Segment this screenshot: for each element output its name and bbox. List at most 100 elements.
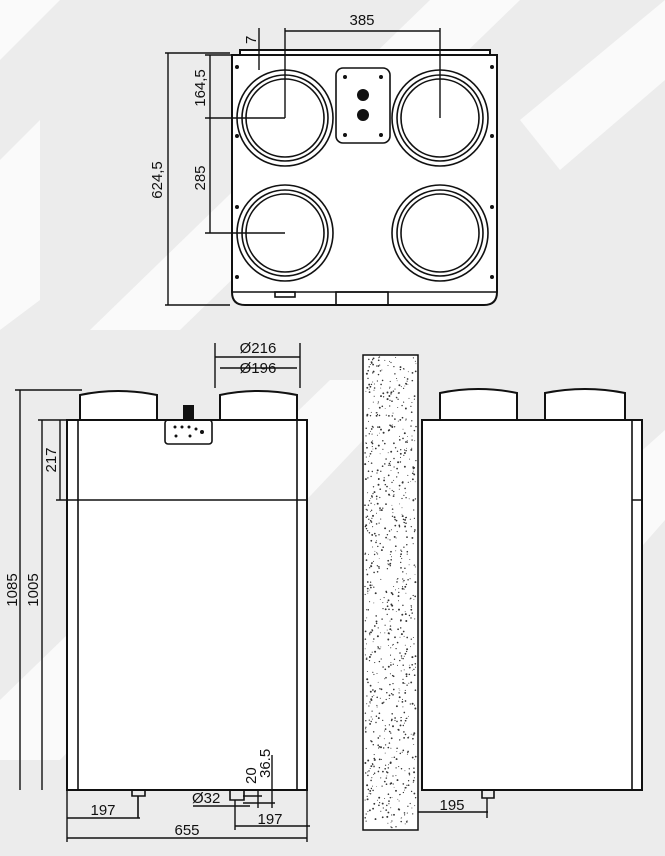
wall-speckle xyxy=(374,592,377,595)
wall-speckle xyxy=(390,391,393,394)
wall-speckle xyxy=(405,516,408,519)
wall-speckle xyxy=(385,676,387,679)
wall-speckle xyxy=(368,770,370,772)
wall-speckle xyxy=(372,381,374,383)
wall-speckle xyxy=(370,740,372,742)
wall-speckle xyxy=(368,383,371,386)
wall-speckle xyxy=(391,515,394,518)
wall-speckle xyxy=(402,630,405,633)
wall-speckle xyxy=(391,757,393,758)
wall-speckle xyxy=(394,545,397,548)
wall-speckle xyxy=(406,378,409,380)
wall-speckle xyxy=(403,711,406,714)
wall-speckle xyxy=(412,594,414,597)
wall-speckle xyxy=(368,461,370,462)
wall-speckle xyxy=(376,472,378,474)
wall-speckle xyxy=(406,553,408,555)
wall-speckle xyxy=(379,598,381,600)
wall-speckle xyxy=(390,719,393,722)
wall-speckle xyxy=(405,583,408,586)
wall-speckle xyxy=(382,602,384,604)
wall-speckle xyxy=(368,656,371,658)
wall-speckle xyxy=(402,678,404,681)
wall-speckle xyxy=(413,598,415,600)
wall-speckle xyxy=(374,504,376,506)
wall-speckle xyxy=(387,746,390,749)
wall-speckle xyxy=(386,485,388,488)
wall-speckle xyxy=(377,365,380,367)
wall-speckle xyxy=(370,720,372,723)
wall-speckle xyxy=(369,415,372,417)
wall-speckle xyxy=(384,752,386,754)
wall-speckle xyxy=(411,472,414,475)
wall-speckle xyxy=(398,800,400,802)
wall-speckle xyxy=(405,530,407,532)
wall-speckle xyxy=(403,494,405,496)
wall-speckle xyxy=(390,529,392,531)
dim-diameter-216: Ø216 xyxy=(240,340,277,357)
wall-speckle xyxy=(368,792,370,794)
wall-speckle xyxy=(378,356,381,358)
wall-speckle xyxy=(378,565,380,568)
wall-speckle xyxy=(387,793,390,795)
wall-speckle xyxy=(370,653,372,656)
wall-speckle xyxy=(365,435,367,437)
wall-speckle xyxy=(404,644,406,646)
wall-speckle xyxy=(390,747,392,749)
wall-speckle xyxy=(406,717,408,719)
wall-speckle xyxy=(387,559,390,562)
wall-speckle xyxy=(389,387,391,389)
wall-speckle xyxy=(403,449,406,451)
wall-speckle xyxy=(404,700,407,702)
wall-speckle xyxy=(401,698,404,700)
dim-diameter-32: Ø32 xyxy=(192,790,220,807)
wall-speckle xyxy=(374,447,377,450)
wall-speckle xyxy=(372,689,374,691)
wall-speckle xyxy=(388,395,391,397)
wall-speckle xyxy=(366,386,369,389)
wall-speckle xyxy=(373,387,376,389)
wall-speckle xyxy=(365,456,367,458)
wall-speckle xyxy=(408,614,411,617)
dim-diameter-196: Ø196 xyxy=(240,360,277,377)
wall-speckle xyxy=(413,767,415,770)
wall-speckle xyxy=(377,648,379,650)
wall-speckle xyxy=(381,618,383,620)
wall-speckle xyxy=(383,747,385,749)
wall-speckle xyxy=(374,662,376,664)
wall-speckle xyxy=(387,398,389,400)
wall-speckle xyxy=(388,694,391,697)
wall-speckle xyxy=(407,481,409,483)
wall-speckle xyxy=(365,524,368,527)
wall-speckle xyxy=(376,552,378,554)
wall-speckle xyxy=(391,593,394,596)
wall-speckle xyxy=(381,802,384,805)
wall-speckle xyxy=(397,628,399,631)
wall-speckle xyxy=(383,479,386,482)
wall-speckle xyxy=(368,391,371,393)
wall-speckle xyxy=(396,581,398,583)
wall-speckle xyxy=(372,363,374,366)
wall-speckle xyxy=(390,807,392,809)
wall-speckle xyxy=(385,503,387,505)
wall-speckle xyxy=(402,387,405,390)
wall-speckle xyxy=(404,823,406,825)
wall-speckle xyxy=(375,495,378,498)
wall-speckle xyxy=(415,459,417,462)
wall-speckle xyxy=(409,703,411,705)
wall-speckle xyxy=(388,730,391,733)
wall-speckle xyxy=(404,518,407,521)
wall-speckle xyxy=(412,779,415,782)
wall-speckle xyxy=(370,765,373,768)
dim-655: 655 xyxy=(174,822,199,839)
dim-7: 7 xyxy=(243,36,260,44)
wall-speckle xyxy=(388,697,390,700)
wall-speckle xyxy=(403,635,405,637)
wall-speckle xyxy=(373,754,375,756)
wall-speckle xyxy=(367,377,369,380)
wall-speckle xyxy=(377,444,380,447)
wall-speckle xyxy=(377,647,380,649)
wall-speckle xyxy=(391,814,393,816)
wall-speckle xyxy=(387,811,390,814)
wall-speckle xyxy=(390,732,392,734)
